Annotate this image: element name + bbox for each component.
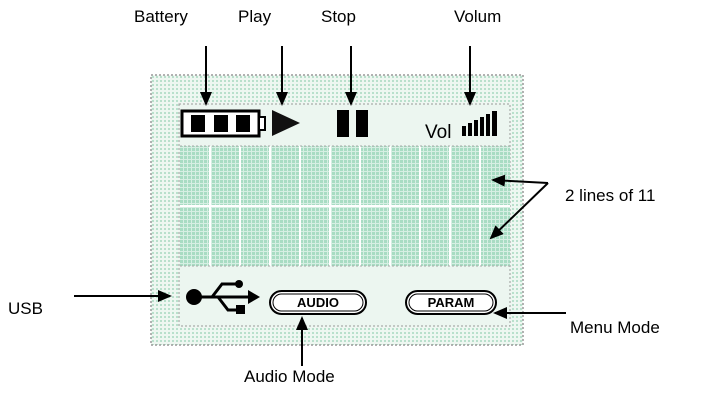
lines-arrow-top — [491, 174, 549, 187]
stop-icon — [337, 110, 368, 137]
usb-label: USB — [8, 299, 43, 318]
stop-label: Stop — [321, 7, 356, 26]
grid-column-dividers — [209, 146, 481, 266]
vol-text: Vol — [425, 122, 451, 143]
svg-text:PARAM: PARAM — [428, 295, 475, 310]
play-icon — [272, 110, 300, 136]
lines-arrow-bottom — [489, 182, 549, 240]
volume-bars-icon — [462, 111, 497, 136]
play-label: Play — [238, 7, 272, 26]
usb-icon — [186, 280, 260, 314]
param-mode-indicator: PARAM — [405, 290, 497, 315]
volume-label: Volum — [454, 7, 502, 26]
battery-label: Battery — [134, 7, 188, 26]
svg-text:AUDIO: AUDIO — [297, 295, 339, 310]
audio-mode-label: Audio Mode — [244, 367, 335, 386]
battery-icon — [180, 109, 266, 138]
menu-mode-label: Menu Mode — [570, 318, 660, 337]
audio-mode-indicator: AUDIO — [269, 290, 367, 315]
lines-label: 2 lines of 11 — [565, 186, 656, 205]
